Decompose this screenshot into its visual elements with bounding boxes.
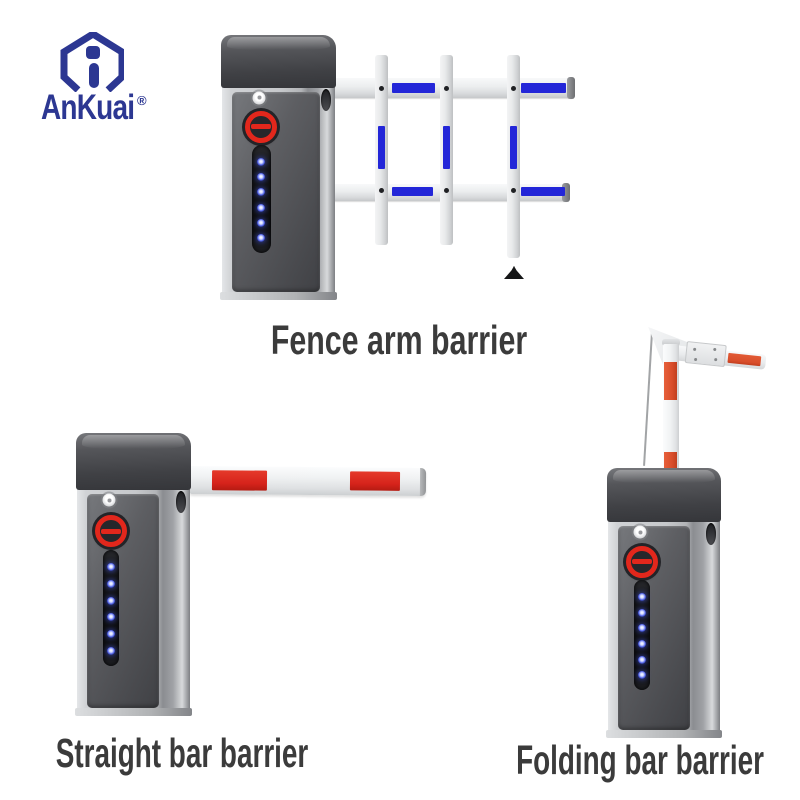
straight-boom-arm <box>189 466 427 497</box>
led-dot <box>637 639 646 648</box>
cabinet-side-vent <box>321 89 332 112</box>
led-dot <box>107 630 116 639</box>
arm-red-segment <box>664 362 677 400</box>
arm-top-cap <box>662 339 680 346</box>
emblem-badge <box>625 545 658 578</box>
led-dot <box>107 580 116 589</box>
cabinet-top-cap <box>75 433 192 490</box>
screw-dot <box>693 357 698 362</box>
led-dot <box>637 655 646 664</box>
led-dot <box>107 646 116 655</box>
reflective-strip <box>443 126 450 169</box>
led-strip <box>633 580 650 691</box>
emblem-badge <box>244 110 277 143</box>
led-dot <box>257 218 266 227</box>
led-dot <box>107 563 116 572</box>
reflective-strip <box>510 126 517 169</box>
reflective-strip <box>392 187 433 196</box>
cabinet-front-panel <box>232 91 321 293</box>
reflective-strip <box>378 126 385 169</box>
cabinet-side-vent <box>176 491 187 513</box>
cabinet-top-cap <box>606 468 722 522</box>
led-dot <box>257 234 266 242</box>
cabinet-front-panel <box>87 493 160 708</box>
screw-dot <box>713 347 717 352</box>
screw-dot <box>714 357 718 362</box>
screw-dot <box>693 347 697 351</box>
boom-red-segment <box>211 470 268 491</box>
led-dot <box>637 671 646 680</box>
registered-trademark-symbol: ® <box>137 93 147 108</box>
bolt-dot <box>511 188 516 193</box>
status-light <box>633 525 647 539</box>
reflective-strip <box>521 83 566 93</box>
ankuai-house-i-icon <box>60 32 124 92</box>
reflective-strip <box>392 83 435 93</box>
led-dot <box>257 157 266 166</box>
led-strip <box>251 144 271 254</box>
arm-red-segment <box>664 452 677 469</box>
status-light <box>252 91 266 105</box>
status-light <box>102 493 116 507</box>
emblem-badge <box>94 515 127 548</box>
led-dot <box>637 608 646 617</box>
bolt-dot <box>511 86 516 91</box>
support-foot <box>504 266 524 279</box>
folding-arm-assembly <box>643 325 775 475</box>
caption-fence-arm-barrier: Fence arm barrier <box>270 317 528 363</box>
barrier-cabinet <box>75 433 192 716</box>
cabinet-front-panel <box>618 525 690 730</box>
cabinet-base <box>75 707 192 716</box>
barrier-cabinet <box>606 468 722 738</box>
cabinet-base <box>606 729 722 738</box>
cabinet-base <box>220 292 337 300</box>
led-dot <box>257 173 266 182</box>
arm-red-segment <box>727 352 762 367</box>
cabinet-top-cap <box>220 35 337 88</box>
led-dot <box>637 593 646 602</box>
led-dot <box>107 596 116 605</box>
bolt-dot <box>379 188 384 193</box>
led-dot <box>637 624 646 633</box>
led-dot <box>257 203 266 212</box>
led-dot <box>107 613 116 622</box>
bolt-dot <box>444 188 449 193</box>
caption-straight-bar-barrier: Straight bar barrier <box>55 730 309 776</box>
bolt-dot <box>444 86 449 91</box>
hinge-plate <box>684 341 727 368</box>
led-dot <box>257 188 266 197</box>
caption-folding-bar-barrier: Folding bar barrier <box>516 737 764 783</box>
barrier-cabinet <box>220 35 337 300</box>
brand-name: AnKuai <box>41 88 135 127</box>
led-strip <box>103 550 119 666</box>
cabinet-side-vent <box>706 523 717 546</box>
reflective-strip <box>521 187 565 196</box>
support-rod <box>643 331 653 466</box>
bolt-dot <box>379 86 384 91</box>
boom-red-segment <box>349 471 401 491</box>
